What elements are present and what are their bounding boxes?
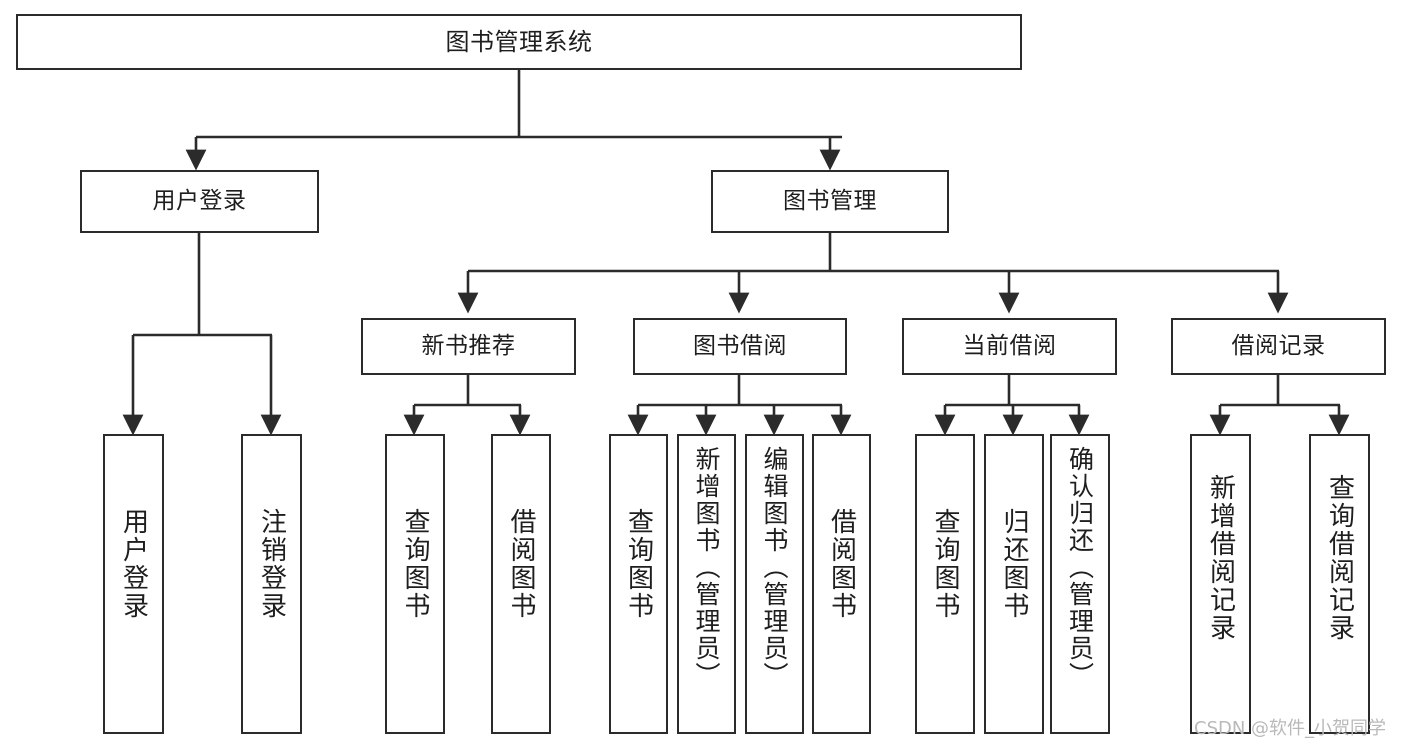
- node-book-borrow-label: 图书借阅: [693, 332, 787, 359]
- node-book-management-label: 图书管理: [783, 187, 877, 214]
- node-leaf-query-book-2-label: 查询图书: [623, 508, 654, 620]
- node-leaf-logout-login-label: 注销登录: [256, 508, 287, 620]
- node-leaf-user-login-label: 用户登录: [118, 508, 149, 620]
- node-leaf-borrow-book-1-label: 借阅图书: [506, 508, 537, 620]
- node-book-management[interactable]: 图书管理: [711, 170, 949, 233]
- node-book-borrow[interactable]: 图书借阅: [633, 318, 847, 375]
- node-leaf-borrow-book-1[interactable]: 借阅图书: [491, 434, 551, 734]
- node-leaf-user-login[interactable]: 用户登录: [103, 434, 164, 734]
- node-new-book-recommend-label: 新书推荐: [421, 332, 516, 359]
- node-leaf-add-record[interactable]: 新增借阅记录: [1190, 434, 1251, 734]
- node-root-label: 图书管理系统: [445, 27, 593, 56]
- node-leaf-edit-book-label: 编辑图书（管理员）: [760, 446, 789, 689]
- node-leaf-query-book-1-label: 查询图书: [400, 508, 431, 620]
- node-leaf-query-book-2[interactable]: 查询图书: [609, 434, 668, 734]
- node-leaf-query-book-3-label: 查询图书: [930, 508, 961, 620]
- node-current-borrow[interactable]: 当前借阅: [902, 318, 1117, 375]
- node-leaf-return-book-label: 归还图书: [999, 508, 1030, 620]
- node-leaf-edit-book[interactable]: 编辑图书（管理员）: [745, 434, 804, 734]
- node-leaf-add-book[interactable]: 新增图书（管理员）: [677, 434, 736, 734]
- node-leaf-add-record-label: 新增借阅记录: [1205, 474, 1236, 642]
- node-leaf-query-record[interactable]: 查询借阅记录: [1309, 434, 1370, 734]
- node-user-login[interactable]: 用户登录: [80, 170, 319, 233]
- node-leaf-add-book-label: 新增图书（管理员）: [692, 446, 721, 689]
- node-leaf-query-book-3[interactable]: 查询图书: [915, 434, 975, 734]
- node-borrow-record-label: 借阅记录: [1231, 332, 1326, 359]
- node-leaf-logout-login[interactable]: 注销登录: [241, 434, 302, 734]
- node-leaf-return-book[interactable]: 归还图书: [984, 434, 1044, 734]
- node-borrow-record[interactable]: 借阅记录: [1171, 318, 1386, 375]
- node-leaf-query-book-1[interactable]: 查询图书: [385, 434, 445, 734]
- node-leaf-borrow-book-2-label: 借阅图书: [826, 508, 857, 620]
- node-leaf-confirm-return[interactable]: 确认归还（管理员）: [1050, 434, 1110, 734]
- node-leaf-query-record-label: 查询借阅记录: [1324, 474, 1355, 642]
- node-leaf-borrow-book-2[interactable]: 借阅图书: [812, 434, 871, 734]
- node-current-borrow-label: 当前借阅: [962, 332, 1057, 359]
- node-new-book-recommend[interactable]: 新书推荐: [361, 318, 576, 375]
- csdn-watermark: CSDN @软件_小贺同学: [1194, 718, 1387, 739]
- node-leaf-confirm-return-label: 确认归还（管理员）: [1065, 446, 1095, 689]
- node-root-book-management-system[interactable]: 图书管理系统: [16, 14, 1022, 70]
- node-user-login-label: 用户登录: [152, 187, 247, 214]
